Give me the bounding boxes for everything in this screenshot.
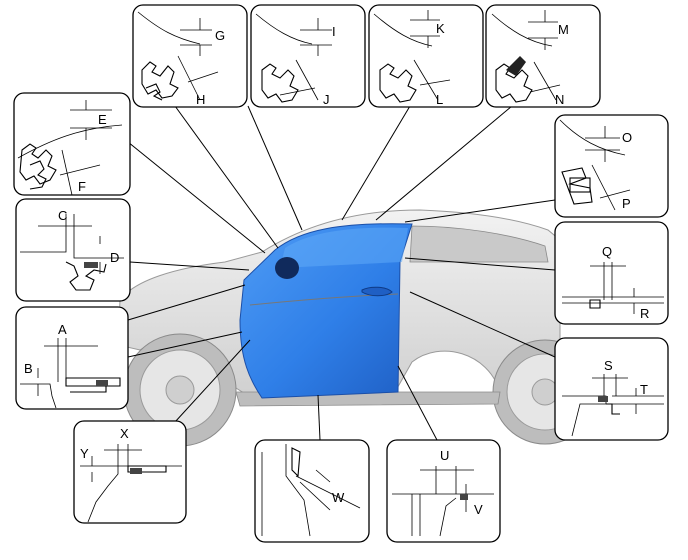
inset-q-r: Q R: [554, 221, 669, 325]
inset-s-t: S T: [554, 337, 669, 441]
label-w: W: [332, 490, 345, 505]
label-d: D: [110, 250, 119, 265]
label-j: J: [323, 92, 330, 107]
label-q: Q: [602, 244, 612, 259]
label-t: T: [640, 382, 648, 397]
vehicle-side-view: [117, 209, 598, 447]
label-i: I: [332, 24, 336, 39]
inset-e-f: E F: [13, 92, 131, 196]
inset-w: W: [254, 439, 370, 543]
inset-a-b: A B: [15, 306, 129, 410]
label-a: A: [58, 322, 67, 337]
inset-c-d: C D: [15, 198, 131, 302]
label-g: G: [215, 28, 225, 43]
inset-x-y: X Y: [73, 420, 187, 524]
door-handle: [361, 286, 393, 297]
rear-window: [409, 225, 549, 263]
leader-lines: [127, 105, 556, 441]
label-k: K: [436, 21, 445, 36]
side-mirror: [275, 257, 299, 279]
inset-m-n: M N: [485, 4, 601, 108]
label-c: C: [58, 208, 67, 223]
label-n: N: [555, 92, 564, 107]
label-u: U: [440, 448, 449, 463]
label-h: H: [196, 92, 205, 107]
label-e: E: [98, 112, 107, 127]
inset-k-l: K L: [368, 4, 484, 108]
label-y: Y: [80, 446, 89, 461]
inset-i-j: I J: [250, 4, 366, 108]
label-l: L: [436, 92, 443, 107]
front-wheel: [123, 333, 237, 447]
label-x: X: [120, 426, 129, 441]
inset-o-p: O P: [554, 114, 669, 218]
label-o: O: [622, 130, 632, 145]
label-r: R: [640, 306, 649, 321]
label-f: F: [78, 179, 86, 194]
label-b: B: [24, 361, 33, 376]
label-p: P: [622, 196, 631, 211]
inset-u-v: U V: [386, 439, 501, 543]
label-s: S: [604, 358, 613, 373]
label-m: M: [558, 22, 569, 37]
door-window: [280, 227, 408, 268]
label-v: V: [474, 502, 483, 517]
inset-g-h: G H: [132, 4, 248, 108]
